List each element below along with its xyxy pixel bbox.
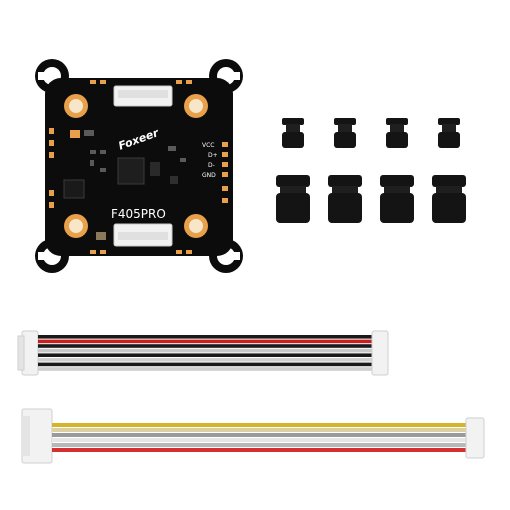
mount-hole-top-left [64,94,88,118]
grommet-small [386,118,408,148]
gyro-chip [150,162,160,176]
grommet-small [438,118,460,148]
model-label: F405PRO [111,207,166,221]
inductor [63,179,85,199]
cable-a-wire [38,339,372,344]
cable-a-wire [38,358,372,362]
grommet-small [282,118,304,148]
bottom-connector [113,223,173,247]
cable-a-wire [38,335,372,339]
grommet-large [380,175,414,223]
grommet-large [328,175,362,223]
mount-hole-top-right [184,94,208,118]
cable-a-wires [38,335,372,371]
cable-b-wire [52,428,466,432]
cable-6-pin [21,408,485,464]
cable-b-wire [52,433,466,437]
grommet-small [334,118,356,148]
cable-b-wire [52,443,466,447]
cable-a-wire [38,348,372,353]
top-connector [113,85,173,107]
grommet-large [276,175,310,223]
cable-8-pin [17,330,389,376]
pad-label-vcc: VCC [202,142,214,149]
pad-label-dplus: D+ [208,152,218,159]
cable-a-wire [38,353,372,357]
cable-b-left-connector [21,408,53,464]
cable-b-wire [52,438,466,442]
cable-b-wires [52,423,466,452]
cable-a-wire [38,344,372,348]
cable-a-wire [38,362,372,367]
pad-label-dminus: D- [208,162,215,169]
edge-pads [49,80,228,254]
cable-b-wire [52,448,466,452]
pad-label-gnd: GND [202,172,216,179]
flight-controller-board: Foxeer F405PRO VCC D+ D- GND [35,59,243,273]
mount-hole-bottom-left [64,214,88,238]
cable-a-right-connector [371,330,389,376]
grommets-small [282,118,460,148]
cable-a-wire [38,367,372,371]
cable-b-right-connector [465,417,485,459]
small-components [70,130,186,240]
mount-hole-bottom-right [184,214,208,238]
grommets-large [276,175,466,223]
cable-b-wire [52,423,466,427]
cable-a-left-connector [17,330,39,376]
grommet-large [432,175,466,223]
mcu-chip [117,157,145,185]
